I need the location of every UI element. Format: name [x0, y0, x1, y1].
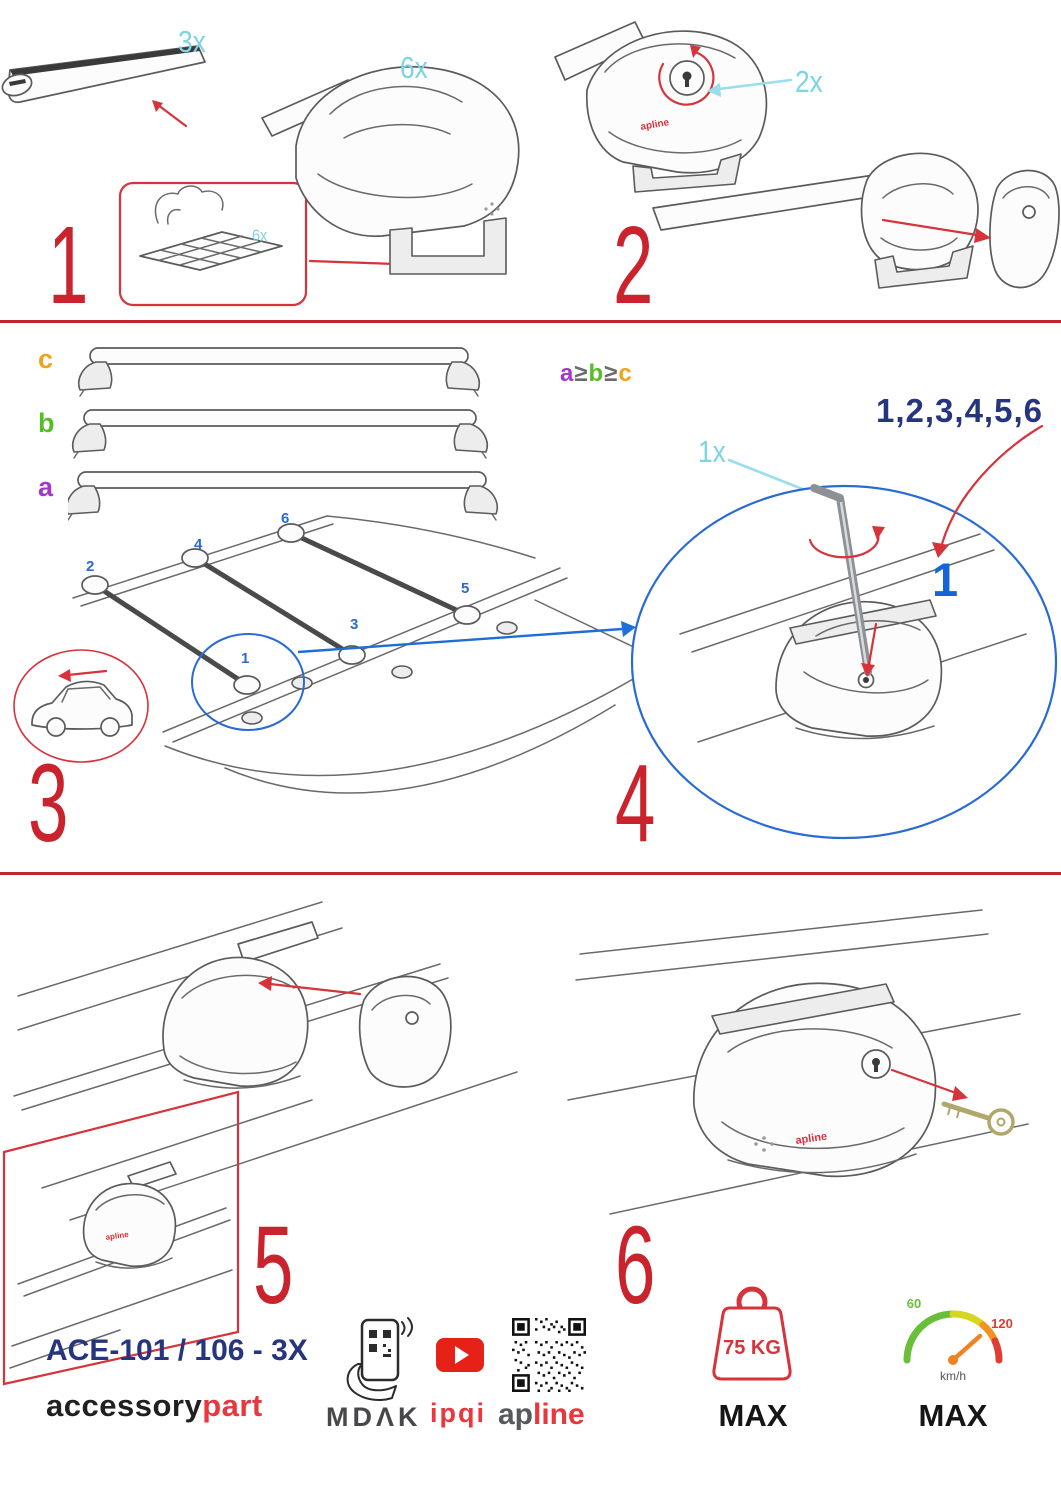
bar-size-order: a≥b≥c [560, 360, 633, 388]
roof-position-4: 4 [194, 536, 203, 553]
step1-foot-quantity: 6x [400, 50, 428, 85]
hex-key-icon [810, 484, 872, 676]
crossbar-c-illustration [78, 347, 480, 397]
step-5-number: 5 [253, 1204, 293, 1327]
rubber-pad-inset [118, 181, 308, 307]
bar-label-c: c [38, 344, 54, 374]
step5-result-inset: apline [2, 1090, 240, 1386]
brand-accessory: accessory [46, 1388, 203, 1423]
weight-tag-icon: 75 KG [712, 1286, 792, 1381]
foot-on-rail-illustration [162, 921, 319, 1089]
apline-line: line [533, 1398, 585, 1431]
tighten-bolt-arrow [867, 622, 878, 666]
bar-label-b: b [38, 408, 55, 438]
vehicle-direction-illustration [13, 649, 149, 763]
inset-frame [2, 1090, 240, 1386]
apline-logo: apline [498, 1398, 585, 1432]
roof-position-3: 3 [350, 616, 359, 633]
key-icon [941, 1101, 1015, 1136]
insert-key-arrow [890, 1068, 958, 1095]
speed-gauge-icon: 60 120 km/h [903, 1296, 1013, 1383]
apline-ap: ap [498, 1398, 534, 1431]
step-2-number: 2 [613, 204, 653, 327]
rotate-key-arrow [808, 532, 880, 559]
weight-max-label: MAX [718, 1398, 788, 1433]
speed-max-mark: 120 [991, 1316, 1013, 1331]
crossbar-feet [81, 523, 481, 695]
order-a: a [560, 360, 575, 387]
tightening-detail-illustration [630, 484, 1058, 840]
speed-max-label: MAX [918, 1398, 988, 1433]
section-divider-bottom [0, 872, 1061, 875]
step-6-number: 6 [615, 1204, 655, 1327]
step2-lock-quantity: 2x [795, 64, 823, 99]
crossbar-a-illustration [68, 471, 498, 521]
step2-illustration: apline [554, 21, 1060, 289]
crossbar-b-illustration [72, 409, 488, 459]
crossbar-illustration [1, 45, 206, 128]
bar-label-a: a [38, 472, 54, 502]
accessorypart-logo: accessorypart [46, 1388, 263, 1424]
ipqi-logo: ipqi [430, 1398, 486, 1428]
foot-closeup-illustration [775, 599, 943, 740]
order-gte-1: ≥ [574, 360, 589, 387]
cover-piece-illustration [358, 975, 452, 1088]
locking-foot-illustration: apline [693, 982, 937, 1178]
product-model: ACE-101 / 106 - 3X [46, 1334, 308, 1367]
weight-limit-label: 75 KG [723, 1337, 781, 1359]
step4-tool-quantity: 1x [698, 434, 726, 469]
section-divider-top [0, 320, 1061, 323]
brand-part: part [202, 1388, 263, 1423]
roof-position-5: 5 [461, 580, 470, 597]
foot-with-lock-illustration: apline [554, 21, 793, 193]
installed-foot-illustration: apline [82, 1161, 177, 1269]
loose-pads [241, 621, 518, 725]
attach-cover-arrow [268, 982, 362, 996]
youtube-icon [436, 1338, 484, 1372]
step6-illustration: apline [567, 909, 1029, 1215]
vehicle-front-arrow [66, 669, 108, 677]
detail-callout-arrow [297, 621, 636, 654]
apline-logo-on-foot: apline [640, 117, 671, 133]
order-gte-2: ≥ [604, 360, 619, 387]
step-4-number: 4 [615, 742, 655, 865]
order-c: c [618, 360, 633, 387]
position-1-highlight-circle [191, 633, 305, 731]
bar-end-assembly-illustration [652, 152, 1060, 289]
step5-illustration [13, 901, 518, 1221]
rotate-lock-arrow [658, 50, 715, 106]
speed-unit-label: km/h [940, 1369, 966, 1383]
speed-min-mark: 60 [907, 1296, 921, 1311]
tighten-sequence: 1,2,3,4,5,6 [876, 392, 1043, 429]
hand-scanning-phone-icon [346, 1317, 413, 1401]
apline-logo-on-foot: apline [105, 1230, 130, 1242]
apline-logo-on-foot: apline [795, 1131, 828, 1147]
step1-illustration [1, 45, 520, 307]
roof-position-1: 1 [241, 650, 250, 667]
roof-position-6: 6 [281, 510, 290, 527]
step1-pad-quantity: 6x [252, 226, 268, 245]
first-tighten-position: 1 [932, 553, 959, 606]
mdak-logo: MDΛK [326, 1402, 422, 1432]
mounted-crossbars [93, 530, 469, 688]
crossbars-size-comparison [68, 347, 498, 521]
step-3-number: 3 [28, 742, 68, 865]
gauge-needle [950, 1333, 983, 1363]
order-b: b [588, 360, 605, 387]
roof-mounting-illustration [72, 515, 640, 794]
sequence-to-first-arrow [932, 424, 1044, 558]
foot-illustration [261, 66, 520, 275]
lock-qty-arrow [717, 78, 793, 91]
qr-code-icon [512, 1318, 586, 1392]
slide-cover-arrow [881, 218, 979, 237]
roof-position-2: 2 [86, 558, 95, 575]
pad-to-foot-arrow [308, 259, 398, 266]
step1-bar-quantity: 3x [178, 24, 206, 59]
step-1-number: 1 [48, 204, 88, 327]
